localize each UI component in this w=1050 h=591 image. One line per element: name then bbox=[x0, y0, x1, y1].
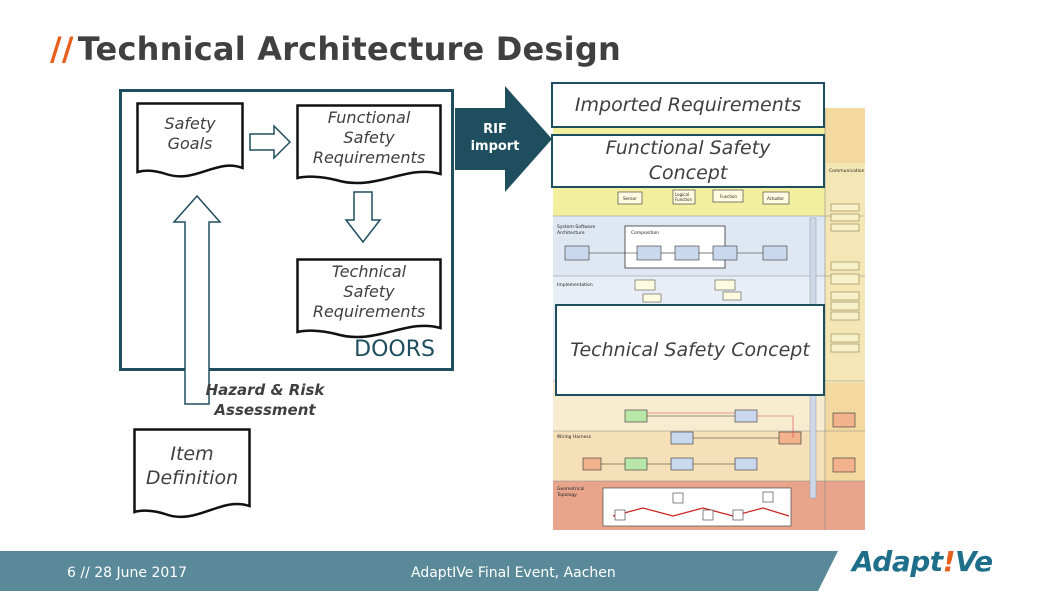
layer-label-topology: Topology bbox=[556, 492, 577, 498]
right-panel-title: Communication bbox=[829, 168, 865, 174]
svg-text:Actuator: Actuator bbox=[767, 196, 784, 201]
svg-text:Sensor: Sensor bbox=[623, 196, 637, 201]
functional-safety-concept-box[interactable]: Functional Safety Concept bbox=[551, 134, 825, 188]
adaptive-logo: Adapt!Ve bbox=[852, 545, 993, 578]
layer-label-implementation: Implementation bbox=[557, 282, 593, 288]
layer-label-system-software: System-Software bbox=[557, 224, 595, 230]
layer-label-geometrical: Geometrical bbox=[557, 486, 585, 492]
page-title: //Technical Architecture Design bbox=[50, 30, 621, 68]
technical-safety-requirements-text: Technical Safety Requirements bbox=[312, 262, 426, 321]
svg-text:Function: Function bbox=[720, 194, 737, 199]
footer-event: AdaptIVe Final Event, Aachen bbox=[411, 565, 616, 581]
logo-right: Ve bbox=[954, 545, 993, 578]
item-definition-document[interactable]: Item Definition bbox=[133, 428, 251, 520]
footer-bar bbox=[0, 551, 838, 591]
item-definition-text: Item Definition bbox=[145, 443, 239, 489]
logo-left: Adapt bbox=[852, 545, 943, 578]
safety-goals-document[interactable]: Safety Goals bbox=[136, 102, 244, 180]
footer-page-date: 6 // 28 June 2017 bbox=[67, 565, 188, 581]
functional-safety-requirements-text: Functional Safety Requirements bbox=[312, 108, 426, 167]
title-prefix: // bbox=[50, 30, 74, 68]
technical-safety-concept-box[interactable]: Technical Safety Concept bbox=[555, 304, 825, 396]
rif-import-arrow-icon bbox=[455, 86, 552, 192]
layer-label-wiring-harness: Wiring Harness bbox=[557, 434, 592, 440]
functional-safety-requirements-document[interactable]: Functional Safety Requirements bbox=[296, 104, 442, 186]
document-shape-icon bbox=[136, 102, 244, 178]
svg-text:Composition: Composition bbox=[631, 230, 659, 236]
arrow-right-icon bbox=[249, 124, 292, 160]
arrow-down-icon bbox=[344, 191, 382, 244]
doors-label: DOORS bbox=[354, 337, 435, 362]
title-text: Technical Architecture Design bbox=[77, 30, 621, 68]
document-shape-icon bbox=[296, 104, 442, 185]
document-shape-icon bbox=[133, 428, 251, 519]
svg-text:Logical: Logical bbox=[675, 192, 689, 197]
document-shape-icon bbox=[296, 258, 442, 339]
safety-goals-text: Safety Goals bbox=[164, 114, 216, 153]
imported-requirements-box[interactable]: Imported Requirements bbox=[551, 82, 825, 128]
technical-safety-requirements-document[interactable]: Technical Safety Requirements bbox=[296, 258, 442, 340]
hazard-risk-assessment-label: Hazard & Risk Assessment bbox=[205, 381, 325, 420]
arrow-up-icon bbox=[172, 194, 222, 405]
svg-text:Function: Function bbox=[675, 197, 692, 202]
layer-label-architecture: Architecture bbox=[557, 230, 585, 236]
rif-import-label: RIF import bbox=[470, 122, 520, 154]
logo-mid: ! bbox=[942, 545, 956, 578]
